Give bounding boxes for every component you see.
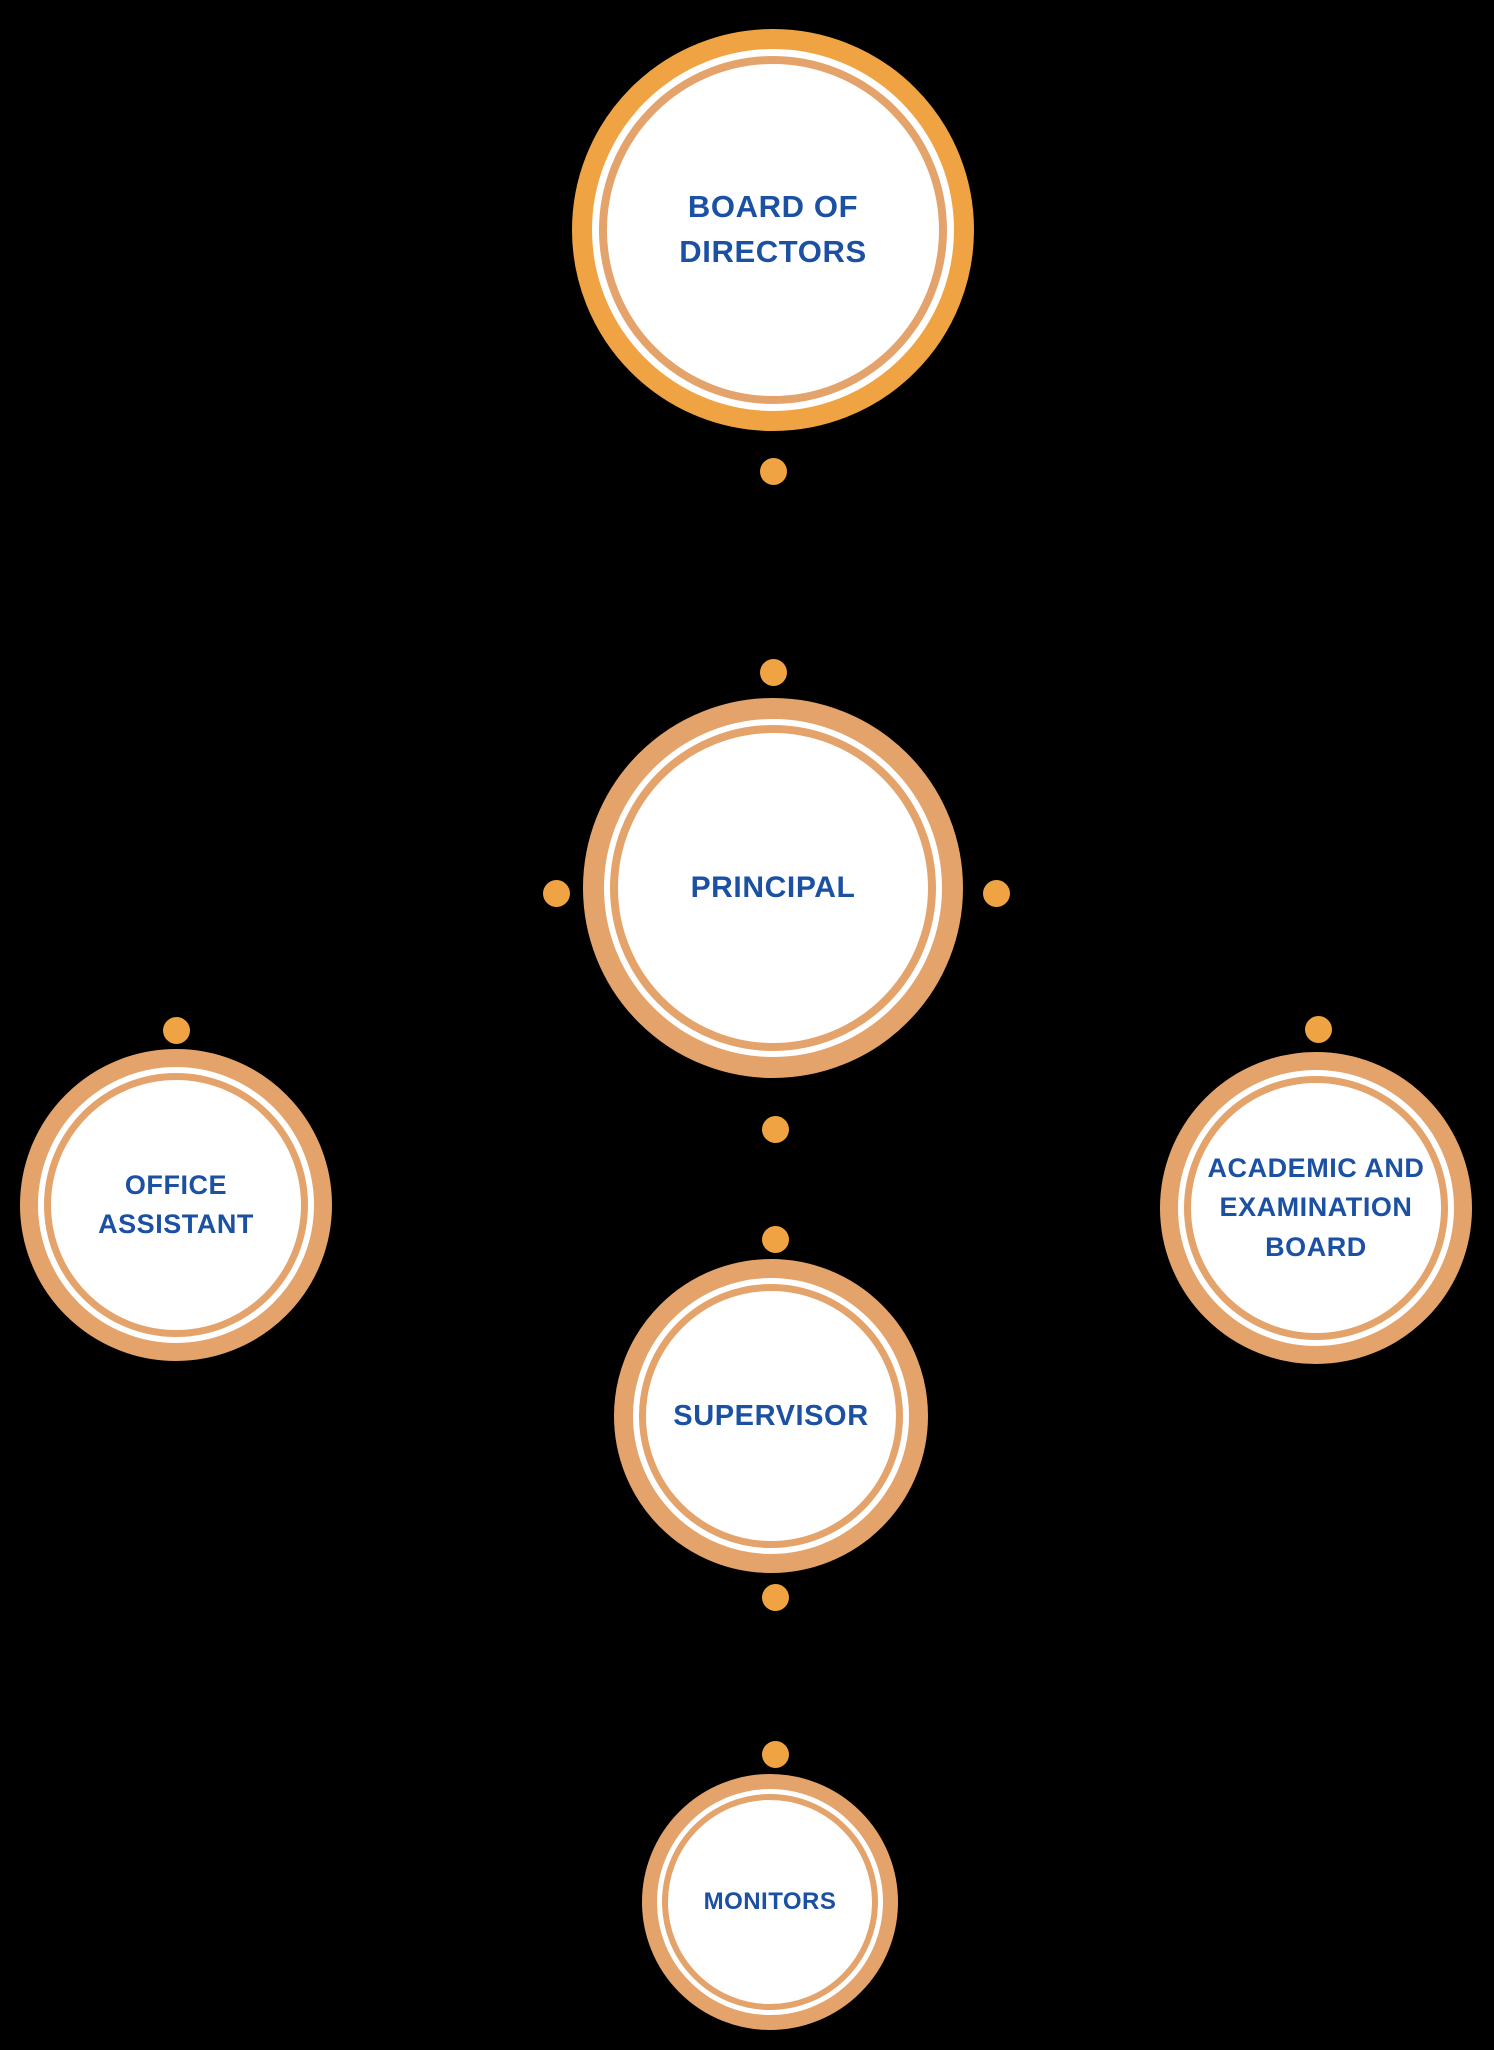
node-supervisor: SUPERVISOR	[614, 1259, 928, 1573]
node-label: SUPERVISOR	[673, 1395, 868, 1437]
node-label: MONITORS	[704, 1885, 837, 1920]
node-label: BOARD OF DIRECTORS	[592, 185, 954, 275]
connector-dot-principal-left	[543, 880, 570, 907]
node-label-line: SUPERVISOR	[673, 1399, 869, 1432]
connector-dot-board-bottom	[760, 458, 787, 485]
connector-dot-principal-right	[983, 880, 1010, 907]
connector-dot-supervisor-bottom	[762, 1584, 789, 1611]
node-label: ACADEMIC AND EXAMINATION BOARD	[1208, 1149, 1425, 1266]
connector-dot-principal-bottom	[762, 1116, 789, 1143]
node-office-assistant: OFFICE ASSISTANT	[20, 1049, 332, 1361]
node-label-line: BOARD OF DIRECTORS	[679, 189, 867, 269]
connector-dot-office-assistant-top	[163, 1017, 190, 1044]
node-label: PRINCIPAL	[691, 866, 856, 910]
node-board-of-directors: BOARD OF DIRECTORS	[572, 29, 974, 431]
node-principal: PRINCIPAL	[583, 698, 963, 1078]
connector-dot-supervisor-top	[762, 1226, 789, 1253]
node-label-line: EXAMINATION	[1219, 1192, 1413, 1223]
node-academic-and-examination-board: ACADEMIC AND EXAMINATION BOARD	[1160, 1052, 1472, 1364]
node-label-line: ASSISTANT	[98, 1209, 254, 1239]
connector-dot-principal-top	[760, 659, 787, 686]
node-label: OFFICE ASSISTANT	[98, 1166, 254, 1244]
node-label-line: OFFICE	[124, 1169, 228, 1200]
connector-dot-academic-board-top	[1305, 1016, 1332, 1043]
connector-dot-monitors-top	[762, 1741, 789, 1768]
node-label-line: PRINCIPAL	[690, 871, 856, 905]
node-label-line: BOARD	[1265, 1231, 1367, 1262]
node-monitors: MONITORS	[642, 1774, 898, 2030]
node-label-line: MONITORS	[703, 1887, 837, 1915]
node-label-line: ACADEMIC AND	[1207, 1153, 1425, 1184]
